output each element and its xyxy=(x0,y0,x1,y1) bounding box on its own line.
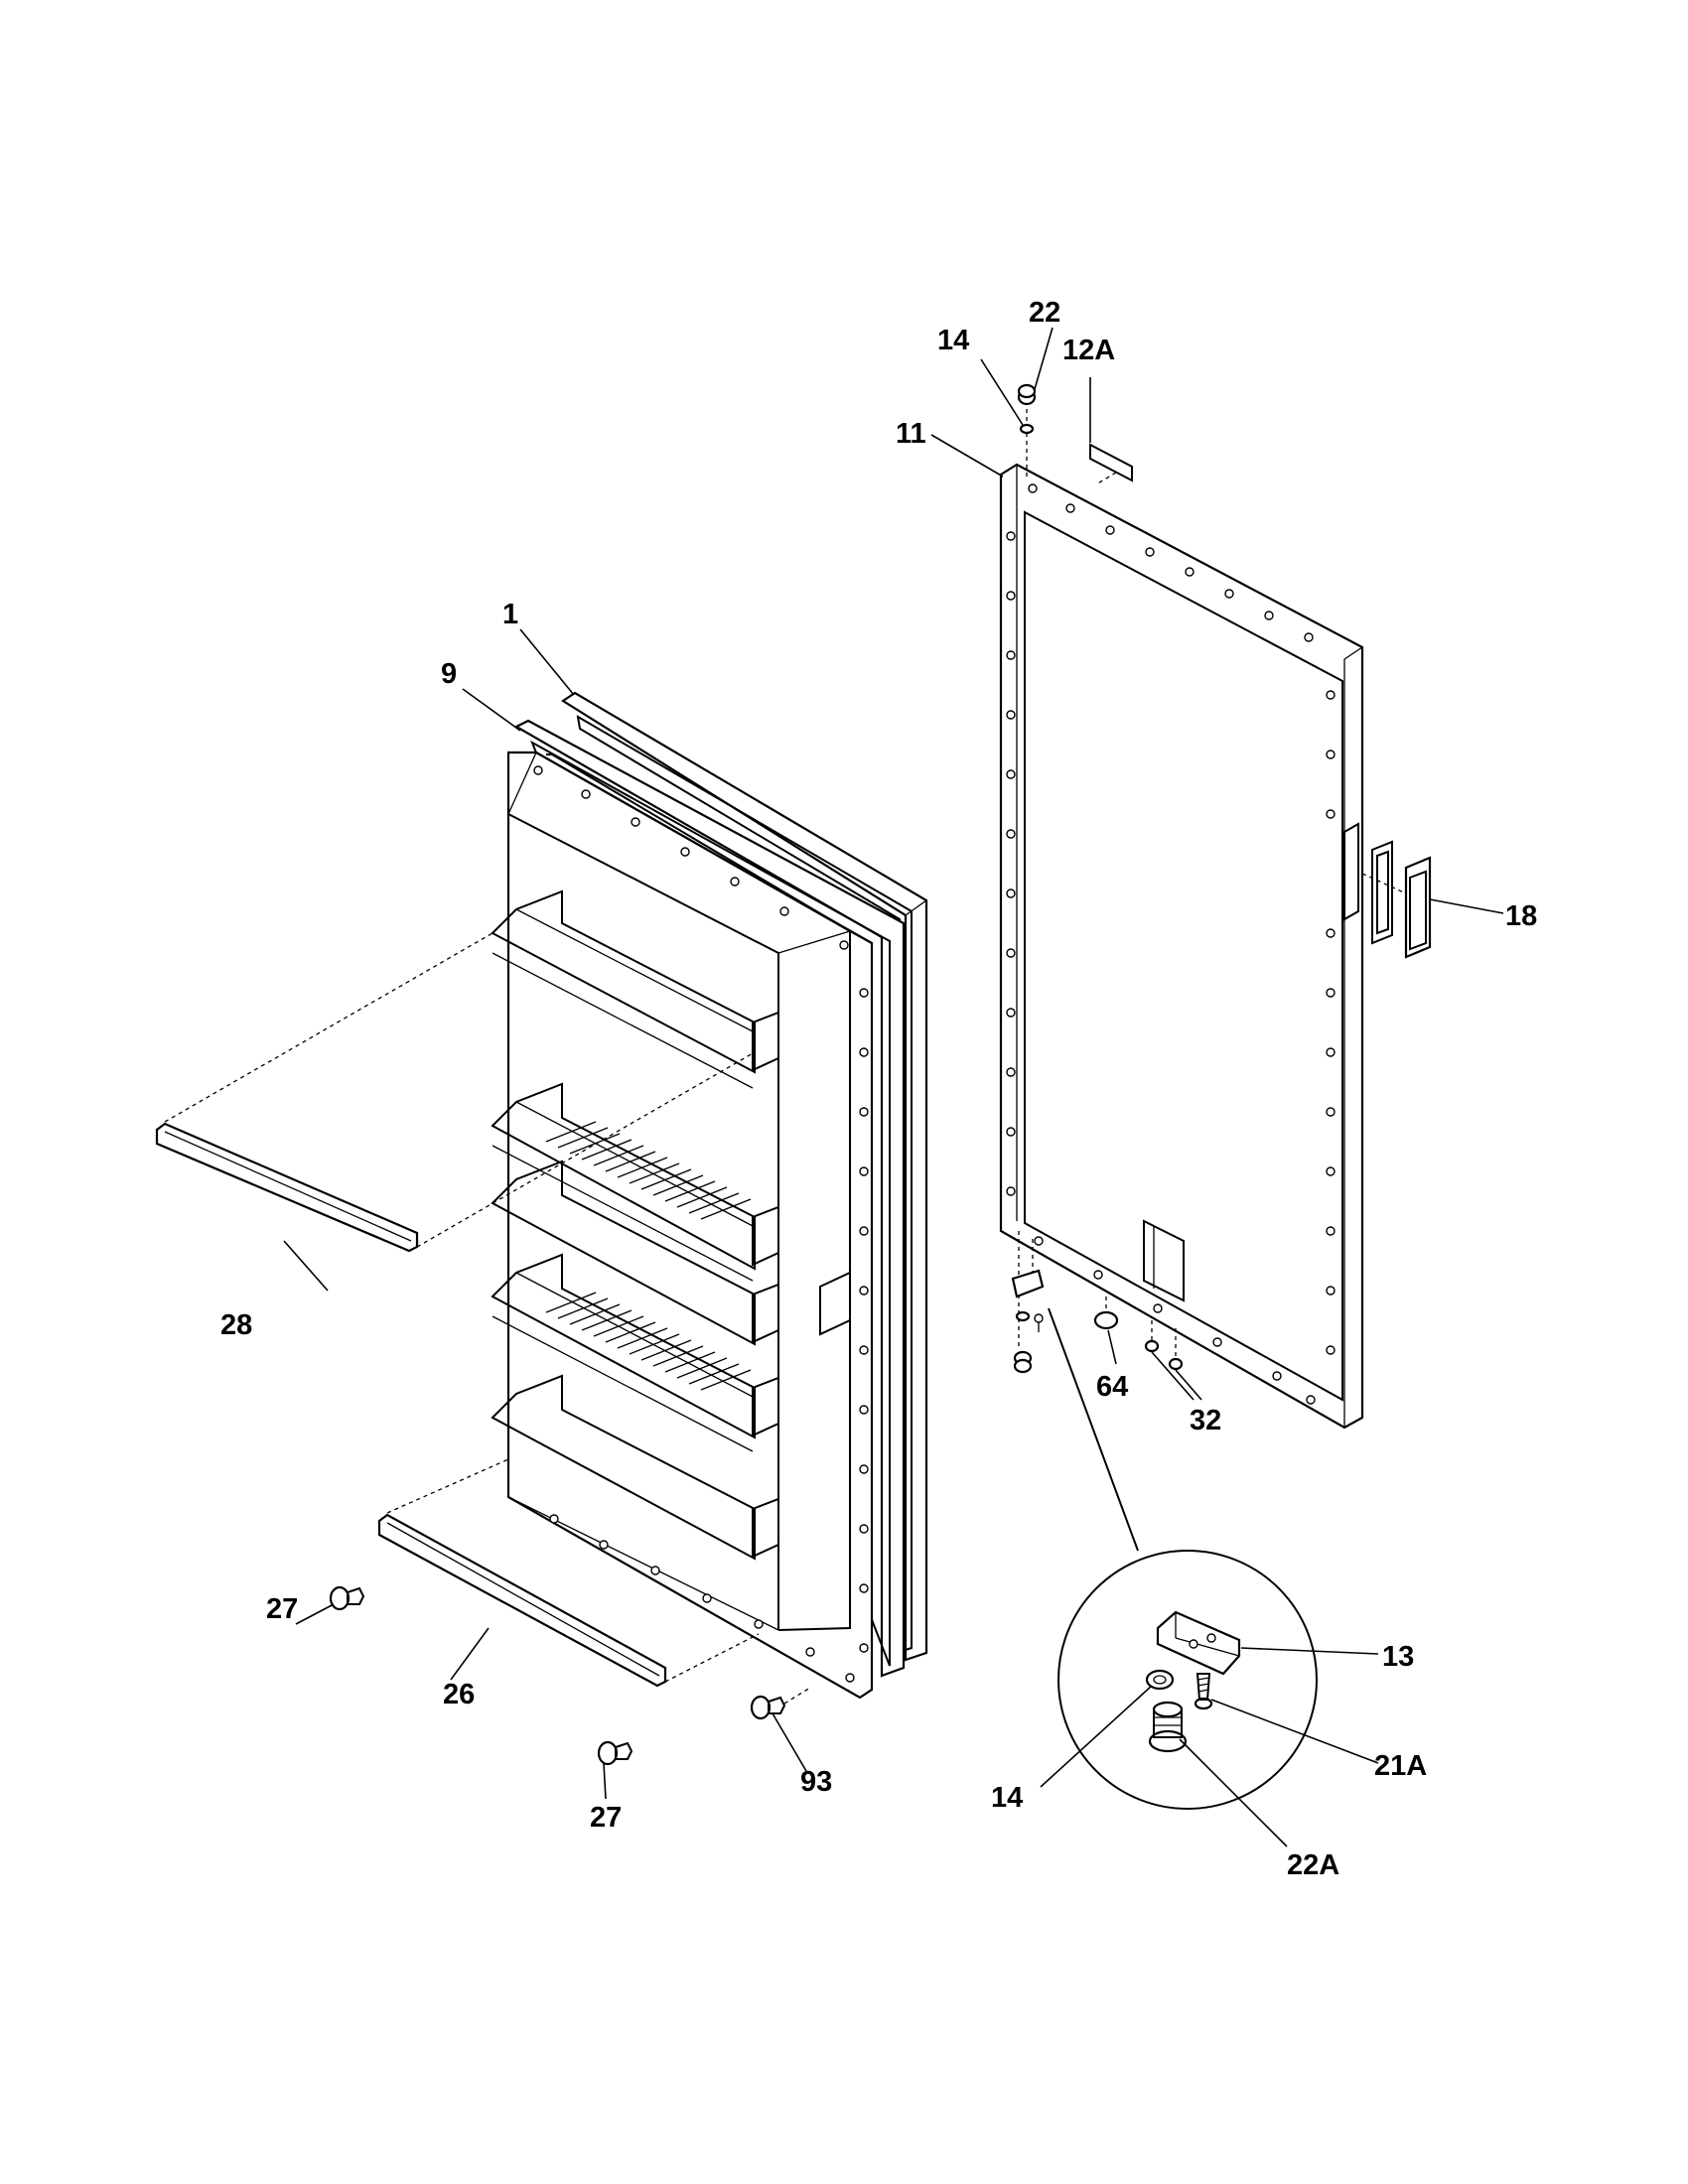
label-part-18: 18 xyxy=(1505,900,1537,932)
label-part-22-top: 22 xyxy=(1029,297,1060,329)
detail-bushing xyxy=(1148,1701,1188,1753)
label-part-27-lower: 27 xyxy=(590,1802,622,1834)
panel-holes xyxy=(1006,483,1336,1405)
bushing-bottom xyxy=(1013,1350,1033,1374)
label-part-14-detail: 14 xyxy=(991,1782,1023,1814)
label-part-14-top: 14 xyxy=(937,325,969,356)
label-part-9: 9 xyxy=(441,658,457,690)
push-pin-lower xyxy=(597,1740,633,1766)
top-hinge-hardware xyxy=(1017,383,1037,477)
door-shelf-2 xyxy=(491,1082,779,1282)
door-shelves xyxy=(491,889,779,1561)
door-shelf-3 xyxy=(491,1160,779,1346)
detail-pointer-line xyxy=(1048,1307,1139,1552)
label-part-11: 11 xyxy=(896,418,926,450)
bottom-hinge-hardware xyxy=(1011,1231,1045,1374)
door-shelf-5 xyxy=(491,1374,779,1561)
leader-lines xyxy=(283,327,1504,1847)
label-part-26: 26 xyxy=(443,1679,475,1710)
door-shelf-1 xyxy=(491,889,779,1089)
door-shelf-4 xyxy=(491,1253,779,1452)
detail-hinge-bracket xyxy=(1156,1610,1241,1676)
label-part-13: 13 xyxy=(1382,1641,1414,1673)
label-part-32: 32 xyxy=(1190,1405,1221,1436)
shelf-ribs-1 xyxy=(545,1121,752,1220)
label-part-22a: 22A xyxy=(1287,1849,1339,1881)
label-part-21a: 21A xyxy=(1374,1750,1427,1782)
label-part-12a: 12A xyxy=(1062,335,1115,366)
door-edge-holes xyxy=(533,765,869,1683)
upper-shelf-rail xyxy=(155,932,756,1253)
detail-circle xyxy=(1057,1550,1318,1810)
door-handle xyxy=(1361,840,1432,959)
label-part-93: 93 xyxy=(800,1766,832,1798)
label-part-1: 1 xyxy=(502,599,518,630)
outer-door-panel xyxy=(999,463,1364,1430)
label-part-28: 28 xyxy=(220,1309,252,1341)
detail-washer xyxy=(1145,1669,1175,1691)
push-pin-93 xyxy=(750,1687,811,1720)
label-part-64: 64 xyxy=(1096,1371,1128,1403)
push-pin-upper xyxy=(329,1585,365,1611)
plugs-32 xyxy=(1144,1320,1184,1371)
hinge-bushing-top xyxy=(1017,383,1037,406)
screw-small xyxy=(1034,1313,1044,1332)
detail-screw xyxy=(1194,1673,1213,1710)
lower-shelf-rail xyxy=(377,1458,760,1688)
washer-top xyxy=(1019,423,1035,435)
plug-64 xyxy=(1093,1297,1119,1330)
shelf-ribs-2 xyxy=(545,1292,752,1391)
label-part-27-upper: 27 xyxy=(266,1593,298,1625)
top-label-12a xyxy=(1089,443,1133,485)
part-number-labels: 1 9 11 12A 14 22 18 64 32 28 27 26 27 93… xyxy=(220,297,1537,1881)
